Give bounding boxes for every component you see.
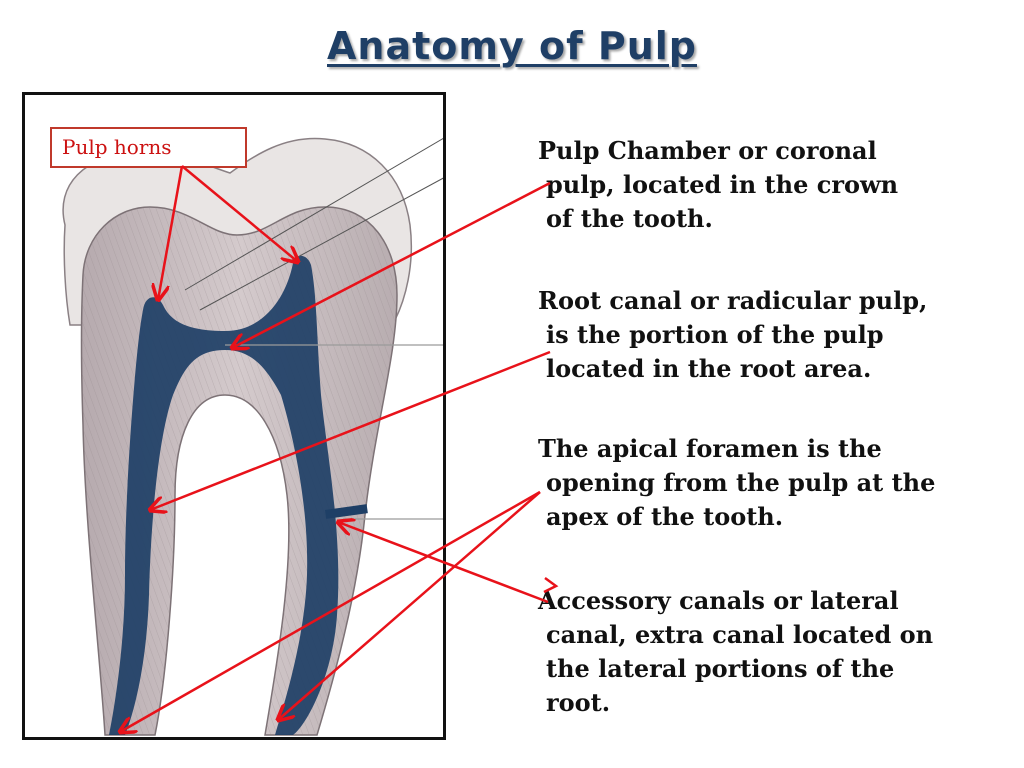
description-line: Pulp Chamber or coronal <box>538 136 877 165</box>
slide-title: Anatomy of Pulp <box>327 24 697 68</box>
pulp-horns-label: Pulp horns <box>50 127 247 168</box>
description-line: the lateral portions of the <box>546 654 895 683</box>
description-line: root. <box>546 688 611 717</box>
description-line: canal, extra canal located on <box>546 620 934 649</box>
pulp-chamber-description: Pulp Chamber or coronal pulp, located in… <box>538 134 898 236</box>
root-canal-description: Root canal or radicular pulp, is the por… <box>538 284 927 386</box>
tooth-cross-section <box>62 137 443 736</box>
description-line: apex of the tooth. <box>546 502 784 531</box>
description-line: pulp, located in the crown <box>546 170 899 199</box>
accessory-canals-description: Accessory canals or lateral canal, extra… <box>538 584 933 720</box>
description-line: of the tooth. <box>546 204 713 233</box>
apical-foramen-description: The apical foramen is the opening from t… <box>538 432 935 534</box>
description-line: Accessory canals or lateral <box>538 586 899 615</box>
description-line: is the portion of the pulp <box>546 320 884 349</box>
description-line: opening from the pulp at the <box>546 468 936 497</box>
description-line: Root canal or radicular pulp, <box>538 286 928 315</box>
tooth-illustration <box>22 92 446 740</box>
description-line: The apical foramen is the <box>538 434 882 463</box>
description-line: located in the root area. <box>546 354 872 383</box>
